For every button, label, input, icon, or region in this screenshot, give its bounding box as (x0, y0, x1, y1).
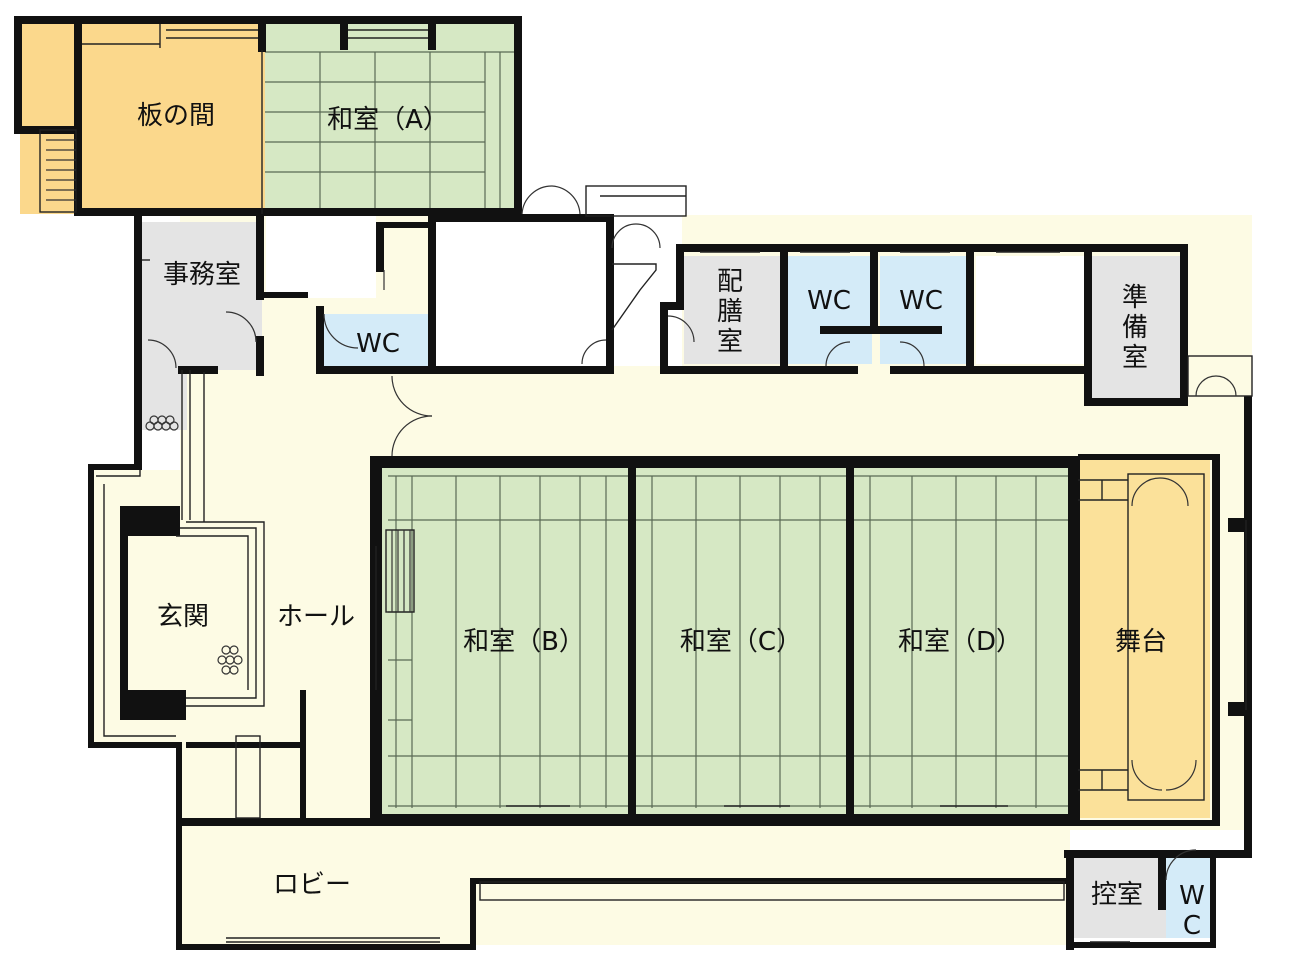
wc-3-floor (880, 256, 968, 364)
stair-floor (612, 186, 682, 366)
label-washitsu-d: 和室（D） (898, 627, 1022, 657)
office-floor (142, 222, 262, 370)
label-genkan: 玄関 (157, 602, 209, 632)
label-washitsu-b: 和室（B） (463, 627, 585, 657)
label-hall: ホール (277, 602, 355, 632)
label-haizen-3: 室 (717, 327, 743, 357)
storage-floor (436, 222, 608, 366)
tatami-a (265, 51, 517, 214)
wc-4-floor (1166, 852, 1212, 938)
label-wc-1: WC (356, 329, 400, 359)
label-hikaeshitsu: 控室 (1091, 880, 1143, 910)
label-haizen-1: 配 (717, 267, 743, 297)
room-right-floor (976, 256, 1084, 364)
haizen-floor (684, 256, 780, 364)
label-itanoma: 板の間 (137, 101, 215, 131)
label-wc-2: WC (807, 286, 851, 316)
label-lobby: ロビー (273, 870, 351, 900)
butai-floor (1078, 458, 1210, 818)
lobby-floor (180, 825, 1070, 945)
wc-2-floor (788, 256, 872, 364)
label-washitsu-a: 和室（A） (327, 105, 449, 135)
butai-side-top (1078, 458, 1128, 504)
wc-1-floor (322, 314, 430, 366)
hikae-floor (1074, 858, 1166, 938)
washitsu-bcd-floor (380, 466, 1070, 816)
walls (14, 16, 1252, 950)
label-wc-4-w: W (1179, 881, 1205, 911)
label-wc-4-c: C (1183, 911, 1201, 941)
washitsu-a-floor (265, 22, 517, 214)
label-junbi-1: 準 (1122, 283, 1148, 313)
floor-fills (20, 22, 1252, 945)
label-wc-3: WC (899, 286, 943, 316)
label-butai: 舞台 (1115, 627, 1167, 657)
label-junbi-2: 備 (1122, 313, 1148, 343)
label-washitsu-c: 和室（C） (680, 627, 802, 657)
label-jimushitsu: 事務室 (163, 260, 241, 290)
label-haizen-2: 膳 (717, 297, 743, 327)
details (39, 24, 1253, 943)
genkan-floor (124, 514, 244, 714)
label-junbi-3: 室 (1122, 343, 1148, 373)
corridor-a-floor (266, 214, 376, 298)
itanoma-floor (20, 22, 265, 214)
junbi-floor (1090, 256, 1182, 400)
labels: 板の間 和室（A） 事務室 WC 配 膳 室 WC WC 準 備 室 玄関 ホー… (137, 101, 1205, 941)
office-lower-floor (142, 370, 187, 430)
